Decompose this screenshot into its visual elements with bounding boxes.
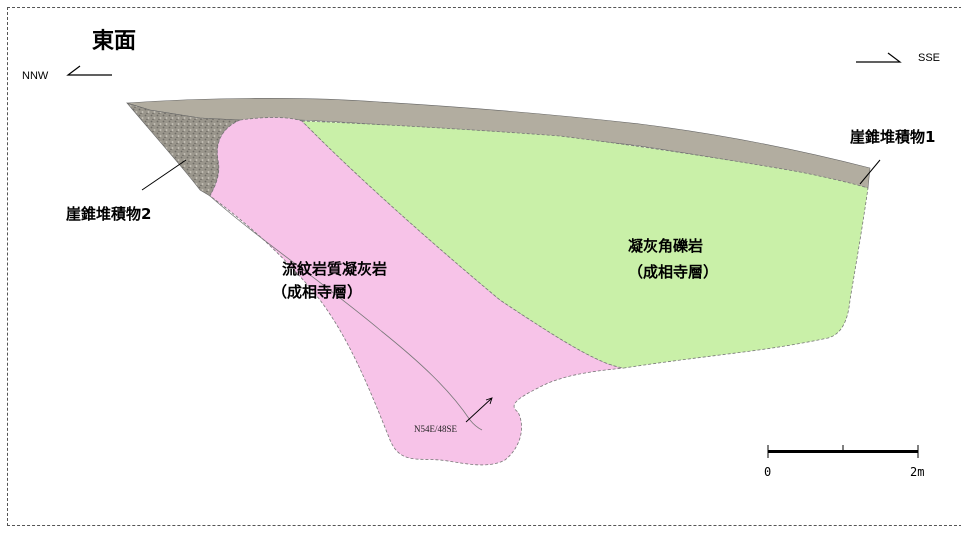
direction-arrow-right-icon xyxy=(856,52,902,63)
label-rhyolitic-tuff-formation: （成相寺層） xyxy=(272,283,362,301)
scale-bar: 0 2m xyxy=(764,445,924,479)
direction-arrow-left-icon xyxy=(66,65,112,76)
direction-label-left: NNW xyxy=(22,70,49,82)
label-colluvium-top: 崖錐堆積物1 xyxy=(850,128,935,146)
structure-annotation: N54E/48SE xyxy=(414,424,458,434)
dip-arrow-icon xyxy=(465,397,493,423)
label-tuff-breccia-name: 凝灰角礫岩 xyxy=(628,237,703,255)
section-title: 東面 xyxy=(92,29,136,54)
scale-bar-end-label: 2m xyxy=(910,465,924,479)
label-tuff-breccia-formation: （成相寺層） xyxy=(628,263,718,281)
scale-bar-start-label: 0 xyxy=(764,465,771,479)
direction-label-right: SSE xyxy=(918,52,940,64)
figure-frame xyxy=(7,7,961,526)
orientation-right: SSE xyxy=(856,52,940,64)
leader-line-colluvium-top xyxy=(859,159,881,185)
tuff-breccia-unit xyxy=(301,120,869,369)
label-rhyolitic-tuff-name: 流紋岩質凝灰岩 xyxy=(282,260,387,278)
structural-trace-line xyxy=(209,195,483,431)
label-colluvium-left: 崖錐堆積物2 xyxy=(66,205,151,223)
orientation-left: NNW xyxy=(22,65,112,82)
leader-line-colluvium-left xyxy=(141,159,187,191)
